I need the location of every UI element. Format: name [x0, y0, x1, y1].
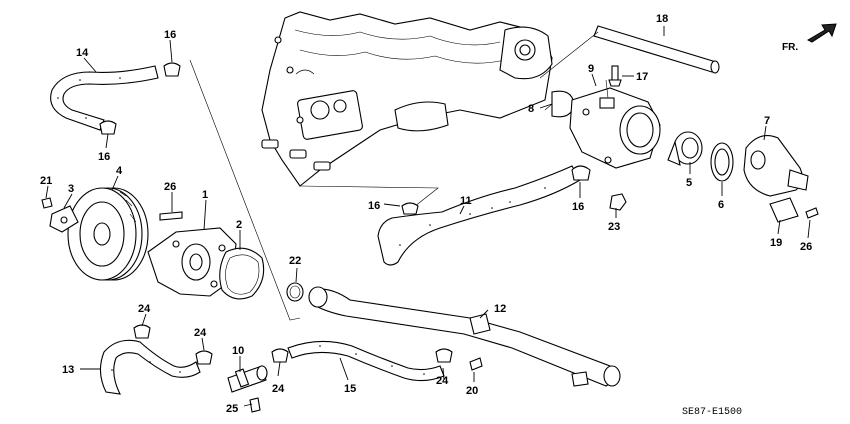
part-9-thermostat-housing [569, 79, 661, 169]
part-7-thermostat-cover [743, 135, 809, 197]
part-1-water-pump [147, 227, 237, 297]
callout-4: 4 [116, 165, 123, 177]
part-24-clamp-a [133, 324, 151, 339]
part-13-hose [99, 339, 201, 395]
part-14-hose [50, 65, 159, 131]
callout-16-left: 16 [98, 151, 110, 163]
callout-15: 15 [344, 383, 356, 395]
callout-20: 20 [466, 385, 478, 397]
callout-1: 1 [202, 189, 208, 201]
engine-block-drawing [261, 11, 553, 187]
leader-lines [45, 26, 811, 407]
callout-24-a: 24 [138, 303, 151, 315]
callout-26-right: 26 [800, 241, 812, 253]
callout-7: 7 [764, 115, 770, 127]
part-16-clamp-c [401, 202, 419, 215]
part-10-fitting [227, 365, 268, 393]
part-22-o-ring [286, 282, 304, 302]
callout-16-top: 16 [164, 29, 176, 41]
callout-24-b: 24 [194, 327, 207, 339]
part-4-pulley [67, 187, 149, 281]
callout-8: 8 [528, 103, 534, 115]
callout-6: 6 [718, 199, 724, 211]
part-26-bolt-left [159, 211, 183, 221]
callout-21: 21 [40, 175, 52, 187]
callout-3: 3 [68, 183, 74, 195]
part-15-hose [287, 340, 445, 382]
callout-23: 23 [608, 221, 620, 233]
part-21-bolt [41, 197, 53, 209]
callout-12: 12 [494, 303, 506, 315]
callout-13: 13 [62, 364, 74, 376]
part-2-pump-gasket [219, 247, 265, 300]
callout-9: 9 [588, 63, 594, 75]
callout-14: 14 [76, 47, 89, 59]
callout-25: 25 [226, 403, 238, 415]
callout-11: 11 [460, 195, 472, 207]
part-24-clamp-d [435, 348, 453, 363]
callout-26-left: 26 [164, 181, 176, 193]
part-23-nut [609, 193, 627, 211]
front-direction-label: FR. [782, 42, 798, 53]
part-26-bolt-right [805, 207, 819, 219]
callout-17: 17 [636, 71, 648, 83]
callout-10: 10 [232, 345, 244, 357]
part-12-water-pipe [308, 286, 621, 387]
callout-19: 19 [770, 237, 782, 249]
callout-18: 18 [656, 13, 668, 25]
diagram-code: SE87-E1500 [682, 407, 742, 418]
part-6-gasket [710, 142, 734, 182]
part-16-clamp-a [163, 62, 181, 77]
part-18-bypass-pipe [539, 25, 720, 79]
part-24-clamp-c [271, 348, 289, 363]
callout-2: 2 [236, 219, 242, 231]
callout-24-d: 24 [436, 375, 449, 387]
part-20-bolt [469, 357, 483, 371]
part-callouts: 1 2 3 4 5 6 7 8 9 10 11 12 13 14 15 16 1… [40, 13, 812, 415]
callout-22: 22 [289, 255, 301, 267]
part-11-hose [377, 165, 581, 266]
callout-24-c: 24 [272, 383, 285, 395]
part-5-thermostat [667, 131, 703, 166]
part-25-bolt [249, 397, 261, 413]
part-19-bracket [769, 197, 799, 223]
part-17-sensor [608, 65, 622, 87]
front-direction-arrow-icon: FR. [782, 23, 837, 53]
part-16-clamp-b [99, 120, 117, 135]
part-24-clamp-b [195, 350, 213, 365]
callout-5: 5 [686, 177, 692, 189]
callout-16-right: 16 [572, 201, 584, 213]
part-16-clamp-d [571, 165, 591, 181]
callout-16-center: 16 [368, 200, 380, 212]
